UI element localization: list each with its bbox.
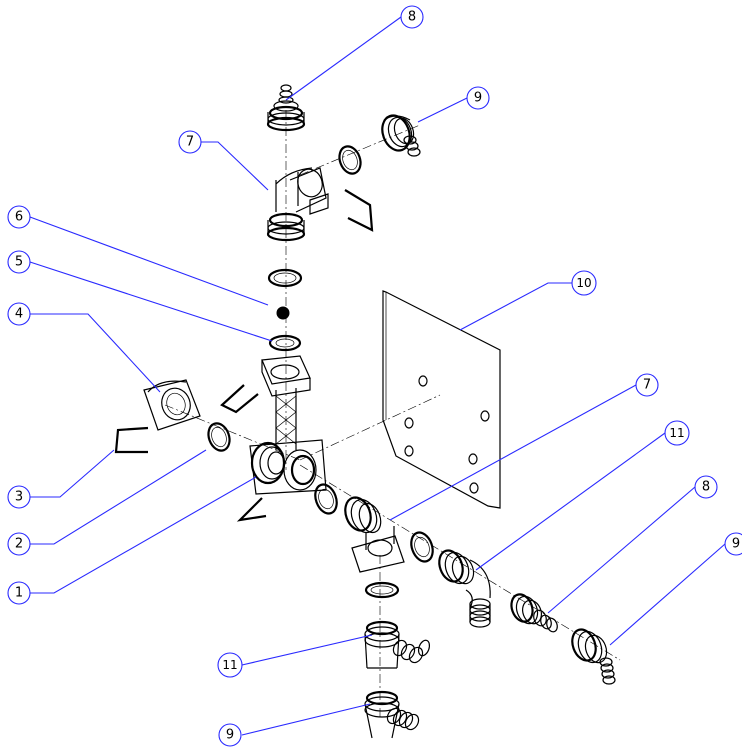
seat (268, 334, 302, 352)
callout-5: 5 (7, 250, 31, 274)
svg-text:9: 9 (732, 537, 740, 552)
svg-text:9: 9 (226, 728, 234, 743)
u-clip-lower (236, 497, 267, 522)
svg-text:11: 11 (222, 658, 237, 672)
callout-leaders (29, 16, 726, 736)
elbow-top-right (381, 114, 421, 157)
callout-1: 1 (7, 581, 31, 605)
callout-3: 3 (7, 485, 31, 509)
svg-text:10: 10 (576, 276, 591, 290)
svg-text:5: 5 (15, 255, 23, 270)
callout-9-bottom: 9 (218, 723, 242, 747)
callout-6: 6 (7, 205, 31, 229)
svg-text:11: 11 (669, 426, 684, 440)
valve-body (249, 355, 327, 495)
callout-7-right: 7 (635, 373, 659, 397)
callout-11-right: 11 (664, 420, 690, 446)
fitting-top (266, 84, 306, 132)
flange-left (143, 379, 201, 431)
callout-9-top: 9 (466, 86, 490, 110)
callout-4: 4 (7, 302, 31, 326)
svg-text:8: 8 (702, 480, 710, 495)
svg-text:8: 8 (408, 10, 416, 25)
svg-text:6: 6 (15, 210, 23, 225)
u-clip-left (114, 426, 149, 454)
callout-8-top: 8 (400, 5, 424, 29)
ring-below-tee (364, 581, 400, 599)
callout-10: 10 (571, 270, 597, 296)
callout-7-top: 7 (178, 130, 202, 154)
callout-8-right: 8 (694, 475, 718, 499)
mounting-plate (382, 290, 501, 509)
svg-text:2: 2 (15, 537, 23, 552)
fitting-right (510, 593, 558, 633)
callout-9-right: 9 (724, 532, 742, 556)
callout-11-bottom: 11 (217, 652, 243, 678)
u-clip-top (344, 189, 374, 232)
u-clip-left-upper (220, 384, 259, 414)
svg-text:1: 1 (15, 586, 23, 601)
ring-upper (267, 268, 303, 288)
tee-top (266, 167, 329, 242)
tee-lower (344, 496, 405, 573)
elbow-bottom-2 (364, 690, 420, 739)
svg-text:4: 4 (15, 307, 23, 322)
callout-2: 2 (7, 532, 31, 556)
svg-text:9: 9 (474, 91, 482, 106)
elbow-right (438, 549, 491, 628)
svg-text:7: 7 (186, 135, 194, 150)
svg-text:3: 3 (15, 490, 23, 505)
ring-right-2 (410, 531, 434, 563)
elbow-lower-right (571, 628, 616, 685)
ring-top-right (338, 145, 362, 175)
elbow-bottom (364, 620, 431, 669)
ring-right-1 (314, 483, 338, 515)
ring-left (207, 422, 231, 452)
ball (276, 306, 290, 320)
svg-text:7: 7 (643, 378, 651, 393)
